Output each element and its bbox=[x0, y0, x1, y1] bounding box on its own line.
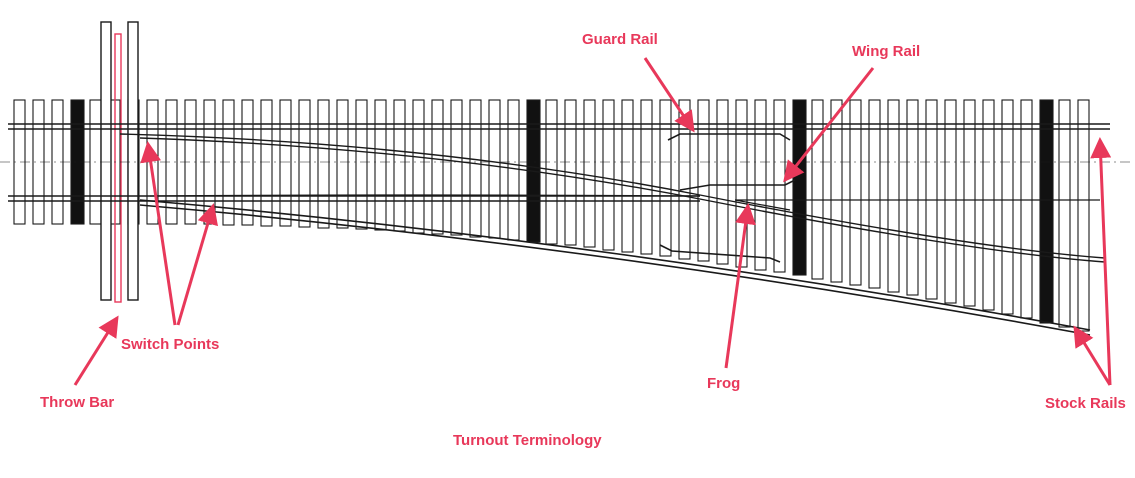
tie bbox=[317, 99, 330, 229]
tie bbox=[298, 99, 311, 228]
tie bbox=[640, 99, 653, 255]
tie bbox=[279, 99, 292, 227]
stock-rails-arrow-1 bbox=[1090, 137, 1112, 386]
tie bbox=[1077, 99, 1090, 332]
tie bbox=[944, 99, 957, 304]
tie bbox=[412, 99, 425, 234]
tie bbox=[963, 99, 976, 307]
tie bbox=[982, 99, 995, 311]
tie bbox=[716, 99, 729, 265]
tie bbox=[488, 99, 501, 239]
callout-arrows bbox=[73, 57, 1112, 386]
tie bbox=[811, 99, 824, 280]
tie bbox=[887, 99, 900, 293]
diverging-stock-rail bbox=[139, 199, 1091, 331]
diagram-title: Turnout Terminology bbox=[453, 432, 602, 449]
frog-label: Frog bbox=[707, 375, 740, 392]
stock-rails-arrow-2 bbox=[1073, 325, 1112, 386]
tie bbox=[393, 99, 406, 232]
tie bbox=[659, 99, 672, 257]
tie bbox=[469, 99, 482, 238]
tie bbox=[678, 99, 691, 260]
guard-rail-top bbox=[667, 133, 791, 141]
wing-rail bbox=[679, 179, 796, 191]
tie bbox=[1058, 99, 1071, 328]
tie bbox=[355, 99, 368, 230]
tie bbox=[507, 99, 520, 241]
frog-point bbox=[734, 199, 1100, 211]
tie bbox=[830, 99, 843, 283]
tie bbox=[697, 99, 710, 262]
switch-points-arrow-1 bbox=[140, 141, 177, 326]
tie bbox=[450, 99, 463, 236]
stock-rails-label: Stock Rails bbox=[1045, 395, 1126, 412]
wing-rail-arrow bbox=[783, 67, 875, 183]
tie bbox=[602, 99, 615, 251]
throw-bar-ties bbox=[100, 21, 139, 301]
switch-points-label: Switch Points bbox=[121, 336, 219, 353]
tie bbox=[906, 99, 919, 296]
diverging-stock-rail-inner bbox=[139, 204, 1091, 336]
switch-point-upper bbox=[119, 133, 1106, 259]
tie bbox=[222, 99, 235, 226]
switch-point-upper-inner bbox=[139, 137, 1106, 263]
guard-rail-arrow bbox=[643, 57, 695, 133]
frog-arrow bbox=[724, 203, 756, 369]
guard-rail-label: Guard Rail bbox=[582, 31, 658, 48]
tie bbox=[868, 99, 881, 289]
tie bbox=[735, 99, 748, 268]
throw-bar-arrow bbox=[73, 315, 119, 386]
tie bbox=[260, 99, 273, 227]
tie bbox=[773, 99, 786, 273]
closure-rail bbox=[149, 194, 701, 197]
tie bbox=[1020, 99, 1033, 319]
rails bbox=[8, 123, 1110, 336]
throw-bar bbox=[114, 33, 122, 303]
tie bbox=[849, 99, 862, 286]
tie bbox=[336, 99, 349, 229]
tie bbox=[1001, 99, 1014, 315]
switch-points-arrow-2 bbox=[176, 203, 218, 326]
tie bbox=[545, 99, 558, 245]
throw-bar-label: Throw Bar bbox=[40, 394, 114, 411]
tie bbox=[241, 99, 254, 226]
tie bbox=[583, 99, 596, 248]
ties bbox=[13, 99, 1090, 332]
tie-black bbox=[792, 99, 807, 276]
tie-black bbox=[1039, 99, 1054, 324]
tie bbox=[374, 99, 387, 231]
guard-rail-bottom bbox=[659, 244, 781, 263]
tie bbox=[621, 99, 634, 253]
wing-rail-label: Wing Rail bbox=[852, 43, 920, 60]
tie bbox=[431, 99, 444, 235]
